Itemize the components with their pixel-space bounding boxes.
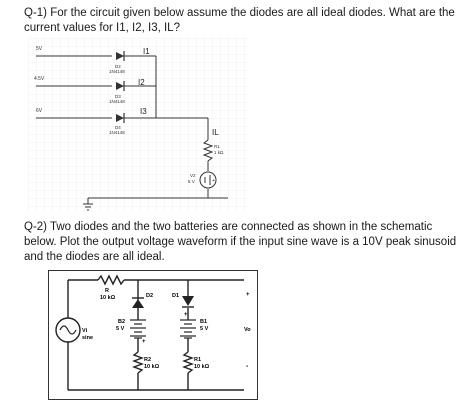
diode-d1-label: D1	[172, 293, 179, 299]
diode-d3-ref: D3	[115, 94, 121, 99]
resistor-r2-value: 10 kΩ	[144, 364, 160, 370]
battery-v2-symbol: +	[199, 171, 217, 189]
battery-b1-ref: B1	[200, 319, 207, 325]
diode-d4-ref: D4	[115, 125, 121, 130]
resistor-r1-ref: R1	[214, 144, 220, 149]
resistor-r1-value: 10 kΩ	[194, 364, 210, 370]
source-label-6v: 6V	[36, 108, 43, 114]
diode-d1-symbol	[182, 296, 194, 308]
diode-d2-part: 1N4148	[109, 69, 125, 74]
svg-text:+: +	[212, 178, 215, 184]
source-label-4v5: 4.5V	[34, 76, 45, 82]
diode-d2-label: D2	[146, 293, 153, 299]
question-1-text: Q-1) For the circuit given below assume …	[24, 7, 455, 34]
resistor-r1-ref: R1	[194, 357, 201, 363]
source-vi-kind: sine	[82, 335, 93, 341]
diode-d3-part: 1N4148	[109, 99, 125, 104]
resistor-r2-ref: R2	[144, 357, 151, 363]
battery-b1-value: 5 V	[200, 326, 209, 332]
source-label-5v: 5V	[36, 46, 43, 52]
current-label-i1: I1	[143, 47, 150, 56]
battery-b1-symbol	[180, 319, 196, 339]
diode-d4-part: 1N4148	[109, 130, 125, 135]
circuit-2-schematic: R 10 kΩ D2 D1 B2 5 V B1 5 V + + R2 10 kΩ…	[48, 270, 258, 400]
output-vo-label: Vo	[244, 327, 251, 333]
battery-b2-plus: +	[142, 339, 146, 345]
resistor-r-value: 10 kΩ	[100, 295, 116, 301]
output-minus-label: -	[246, 363, 249, 370]
ground-icon	[83, 198, 93, 211]
output-plus-label: +	[246, 292, 250, 298]
resistor-r1-value: 1 kΩ	[214, 150, 224, 155]
node-wires	[88, 55, 228, 199]
battery-b2-ref: B2	[118, 319, 125, 325]
battery-v2-ref: V2	[190, 173, 196, 178]
current-label-il: IL	[212, 128, 219, 137]
current-label-i2: I2	[138, 78, 145, 87]
current-label-i3: I3	[140, 107, 147, 116]
battery-b1-plus: +	[184, 312, 188, 318]
question-2-text: Q-2) Two diodes and the two batteries ar…	[24, 221, 457, 263]
sine-source-icon	[55, 317, 81, 343]
resistor-r-ref: R	[105, 288, 109, 294]
battery-v2-value: 5 V	[188, 179, 195, 184]
source-vi-ref: Vi	[82, 328, 88, 334]
battery-b2-symbol	[130, 319, 146, 339]
circuit-1-schematic: 5V 4.5V 6V D2 1N4148 D3 1N4148 D4 1N4148…	[28, 38, 248, 213]
battery-b2-value: 5 V	[116, 326, 125, 332]
diode-d2-symbol	[132, 297, 144, 308]
diode-d2-ref: D2	[115, 64, 121, 69]
